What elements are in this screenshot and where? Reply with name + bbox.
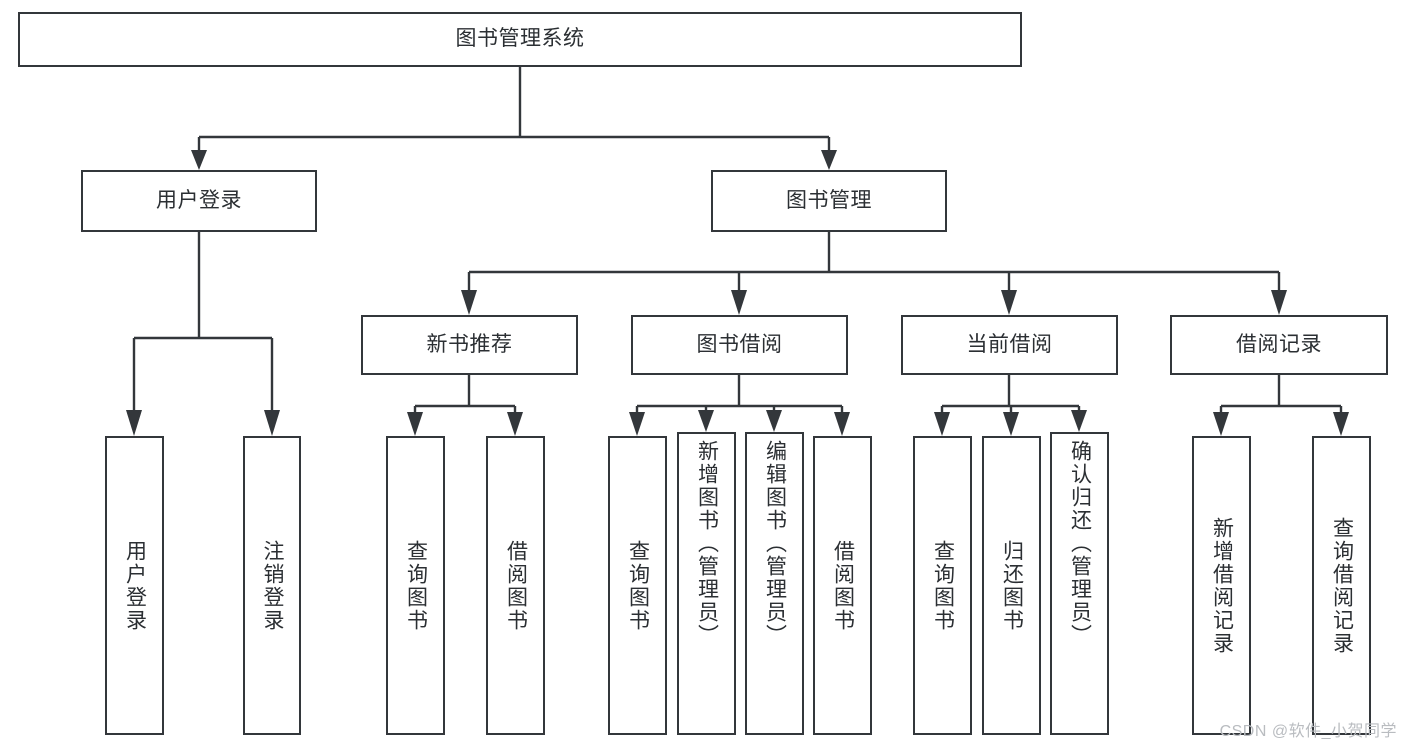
node-book-management[interactable]: 图书管理 [711,170,947,232]
arrow-br-leaf-1 [1213,412,1229,436]
node-leaf-return-book[interactable]: 归还图书 [982,436,1041,735]
arrow-bb-leaf-1 [629,412,645,436]
node-leaf-query-book-current[interactable]: 查询图书 [913,436,972,735]
arrow-bm-to-new-book-recommend [461,290,477,315]
node-book-borrow-label: 图书借阅 [696,332,783,356]
arrow-nbr-leaf-1 [407,412,423,436]
node-book-management-label: 图书管理 [786,188,872,212]
arrow-bm-to-book-borrow [731,290,747,315]
arrow-bb-leaf-4 [834,412,850,436]
node-leaf-borrow-book-rec[interactable]: 借阅图书 [486,436,545,735]
node-leaf-logout-label: 注销登录 [261,539,285,632]
node-leaf-query-book-borrow-label: 查询图书 [626,539,650,632]
node-root[interactable]: 图书管理系统 [18,12,1022,67]
node-leaf-edit-book-admin-label: 编辑图书（管理员） [763,440,787,647]
node-leaf-query-borrow-record[interactable]: 查询借阅记录 [1312,436,1371,735]
node-leaf-query-book-borrow[interactable]: 查询图书 [608,436,667,735]
node-leaf-edit-book-admin[interactable]: 编辑图书（管理员） [745,432,804,735]
node-leaf-add-borrow-record-label: 新增借阅记录 [1210,516,1234,655]
arrow-cb-leaf-1 [934,412,950,436]
arrow-cb-leaf-3 [1071,410,1087,432]
arrow-user-login-leaf-2 [264,410,280,436]
arrow-bb-leaf-3 [766,410,782,432]
node-borrow-records[interactable]: 借阅记录 [1170,315,1388,375]
arrow-nbr-leaf-2 [507,412,523,436]
node-leaf-logout[interactable]: 注销登录 [243,436,301,735]
node-leaf-borrow-book[interactable]: 借阅图书 [813,436,872,735]
node-current-borrow-label: 当前借阅 [966,332,1053,356]
arrow-user-login-leaf-1 [126,410,142,436]
node-leaf-add-book-admin-label: 新增图书（管理员） [695,440,719,647]
node-leaf-query-book-rec[interactable]: 查询图书 [386,436,445,735]
node-user-login-label: 用户登录 [156,188,242,212]
node-leaf-return-book-label: 归还图书 [1000,539,1024,632]
node-leaf-user-login-label: 用户登录 [123,539,147,632]
node-leaf-confirm-return-admin[interactable]: 确认归还（管理员） [1050,432,1109,735]
arrow-root-to-user-login [191,150,207,170]
node-leaf-user-login[interactable]: 用户登录 [105,436,164,735]
node-leaf-borrow-book-rec-label: 借阅图书 [504,539,528,632]
node-root-label: 图书管理系统 [455,27,585,51]
arrow-bb-leaf-2 [698,410,714,432]
node-leaf-add-book-admin[interactable]: 新增图书（管理员） [677,432,736,735]
arrow-cb-leaf-2 [1003,412,1019,436]
arrow-bm-to-borrow-records [1271,290,1287,315]
csdn-watermark: CSDN @软件_小贺同学 [1219,723,1397,740]
node-leaf-add-borrow-record[interactable]: 新增借阅记录 [1192,436,1251,735]
node-leaf-query-borrow-record-label: 查询借阅记录 [1330,516,1354,655]
node-new-book-recommend[interactable]: 新书推荐 [361,315,578,375]
node-borrow-records-label: 借阅记录 [1236,332,1322,356]
arrow-root-to-book-management [821,150,837,170]
node-leaf-query-book-rec-label: 查询图书 [404,539,428,632]
node-leaf-query-book-current-label: 查询图书 [931,539,955,632]
node-current-borrow[interactable]: 当前借阅 [901,315,1118,375]
node-book-borrow[interactable]: 图书借阅 [631,315,848,375]
node-new-book-recommend-label: 新书推荐 [426,332,513,356]
node-user-login[interactable]: 用户登录 [81,170,317,232]
arrow-bm-to-current-borrow [1001,290,1017,315]
arrow-br-leaf-2 [1333,412,1349,436]
node-leaf-borrow-book-label: 借阅图书 [831,539,855,632]
node-leaf-confirm-return-admin-label: 确认归还（管理员） [1068,440,1092,647]
